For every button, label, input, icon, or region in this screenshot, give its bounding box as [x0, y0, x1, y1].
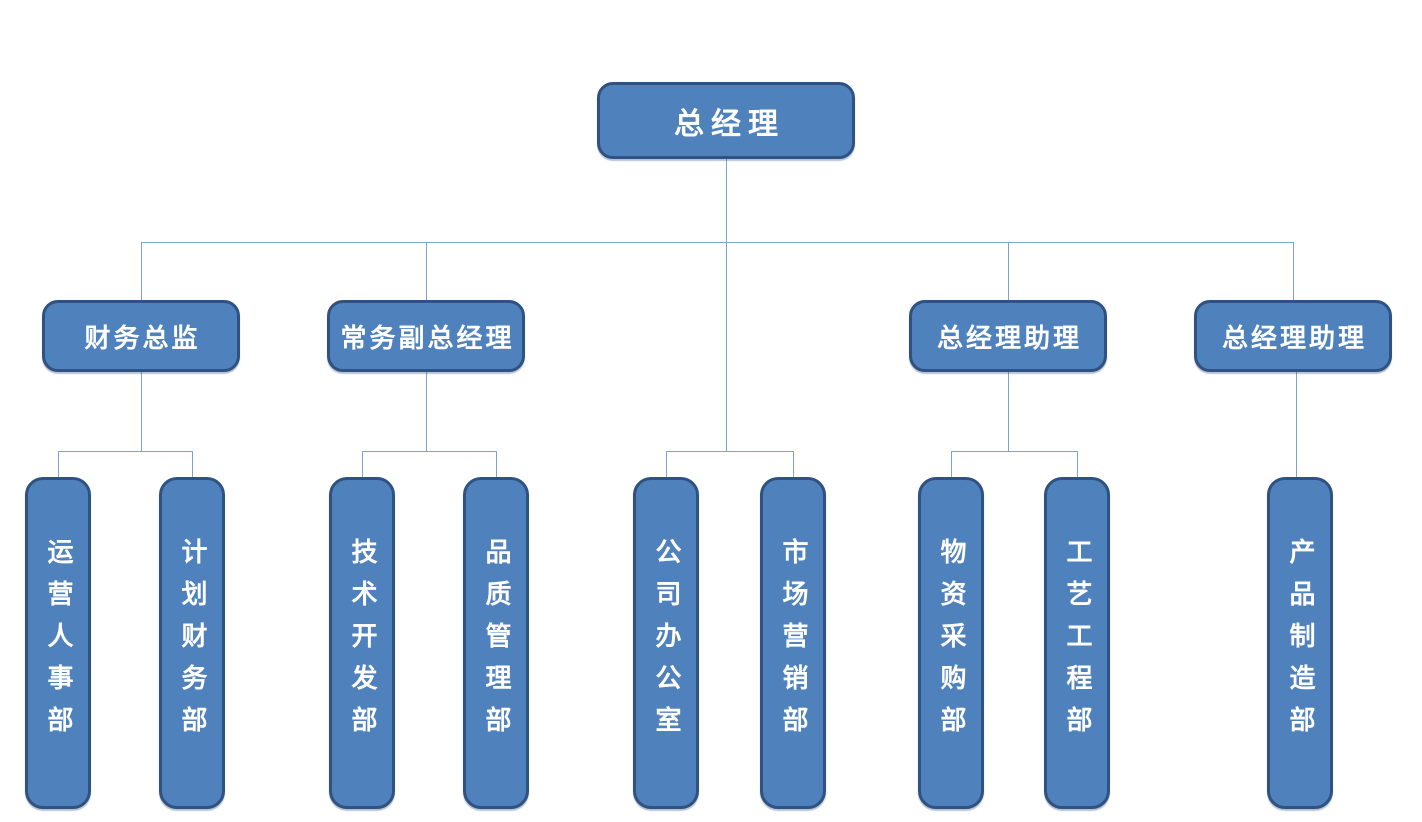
- connector-g1-bus: [58, 451, 192, 452]
- node-label: 财务总监: [84, 323, 201, 354]
- node-label: 总经理助理: [1221, 323, 1367, 354]
- node-label: 物资采购部: [936, 538, 966, 748]
- node-marketing-dept: 市场营销部: [760, 477, 826, 809]
- connector-drop-deputy-gm: [426, 242, 427, 300]
- node-label: 常务副总经理: [340, 323, 515, 354]
- connector-drop-gm-assistant-1: [1008, 242, 1009, 300]
- connector-g1-stem: [141, 372, 142, 451]
- node-material-procurement-dept: 物资采购部: [918, 477, 984, 809]
- node-general-manager: 总经理: [597, 82, 855, 159]
- node-quality-management-dept: 品质管理部: [463, 477, 529, 809]
- node-label: 技术开发部: [347, 538, 377, 748]
- connector-drop-gm-assistant-2: [1293, 242, 1294, 300]
- node-label: 公司办公室: [651, 538, 681, 748]
- connector-g1-drop-a: [58, 451, 59, 477]
- connector-g1-drop-b: [192, 451, 193, 477]
- node-planning-finance-dept: 计划财务部: [159, 477, 225, 809]
- node-label: 计划财务部: [177, 538, 207, 748]
- connector-drop-finance-director: [141, 242, 142, 300]
- connector-g5-stem: [1296, 372, 1297, 477]
- connector-g4-stem: [1008, 372, 1009, 451]
- connector-g4-drop-b: [1077, 451, 1078, 477]
- node-label: 工艺工程部: [1062, 538, 1092, 748]
- connector-main-bus: [141, 242, 1294, 243]
- node-company-office: 公司办公室: [633, 477, 699, 809]
- connector-g4-drop-a: [951, 451, 952, 477]
- connector-g3-drop-b: [793, 451, 794, 477]
- node-product-manufacturing-dept: 产品制造部: [1267, 477, 1333, 809]
- connector-g2-bus: [362, 451, 496, 452]
- node-label: 总经理助理: [936, 323, 1082, 354]
- node-tech-development-dept: 技术开发部: [329, 477, 395, 809]
- node-label: 总经理: [674, 106, 785, 142]
- node-gm-assistant-1: 总经理助理: [909, 300, 1107, 372]
- connector-root-stem: [726, 159, 727, 451]
- node-gm-assistant-2: 总经理助理: [1194, 300, 1392, 372]
- connector-g4-bus: [951, 451, 1077, 452]
- node-deputy-general-manager: 常务副总经理: [327, 300, 525, 372]
- connector-g3-bus: [666, 451, 793, 452]
- node-finance-director: 财务总监: [42, 300, 240, 372]
- node-label: 运营人事部: [43, 538, 73, 748]
- node-label: 品质管理部: [481, 538, 511, 748]
- node-process-engineering-dept: 工艺工程部: [1044, 477, 1110, 809]
- connector-g2-drop-a: [362, 451, 363, 477]
- connector-g3-drop-a: [666, 451, 667, 477]
- node-operations-hr-dept: 运营人事部: [25, 477, 91, 809]
- connector-g2-drop-b: [496, 451, 497, 477]
- node-label: 产品制造部: [1285, 538, 1315, 748]
- connector-g2-stem: [426, 372, 427, 451]
- node-label: 市场营销部: [778, 538, 808, 748]
